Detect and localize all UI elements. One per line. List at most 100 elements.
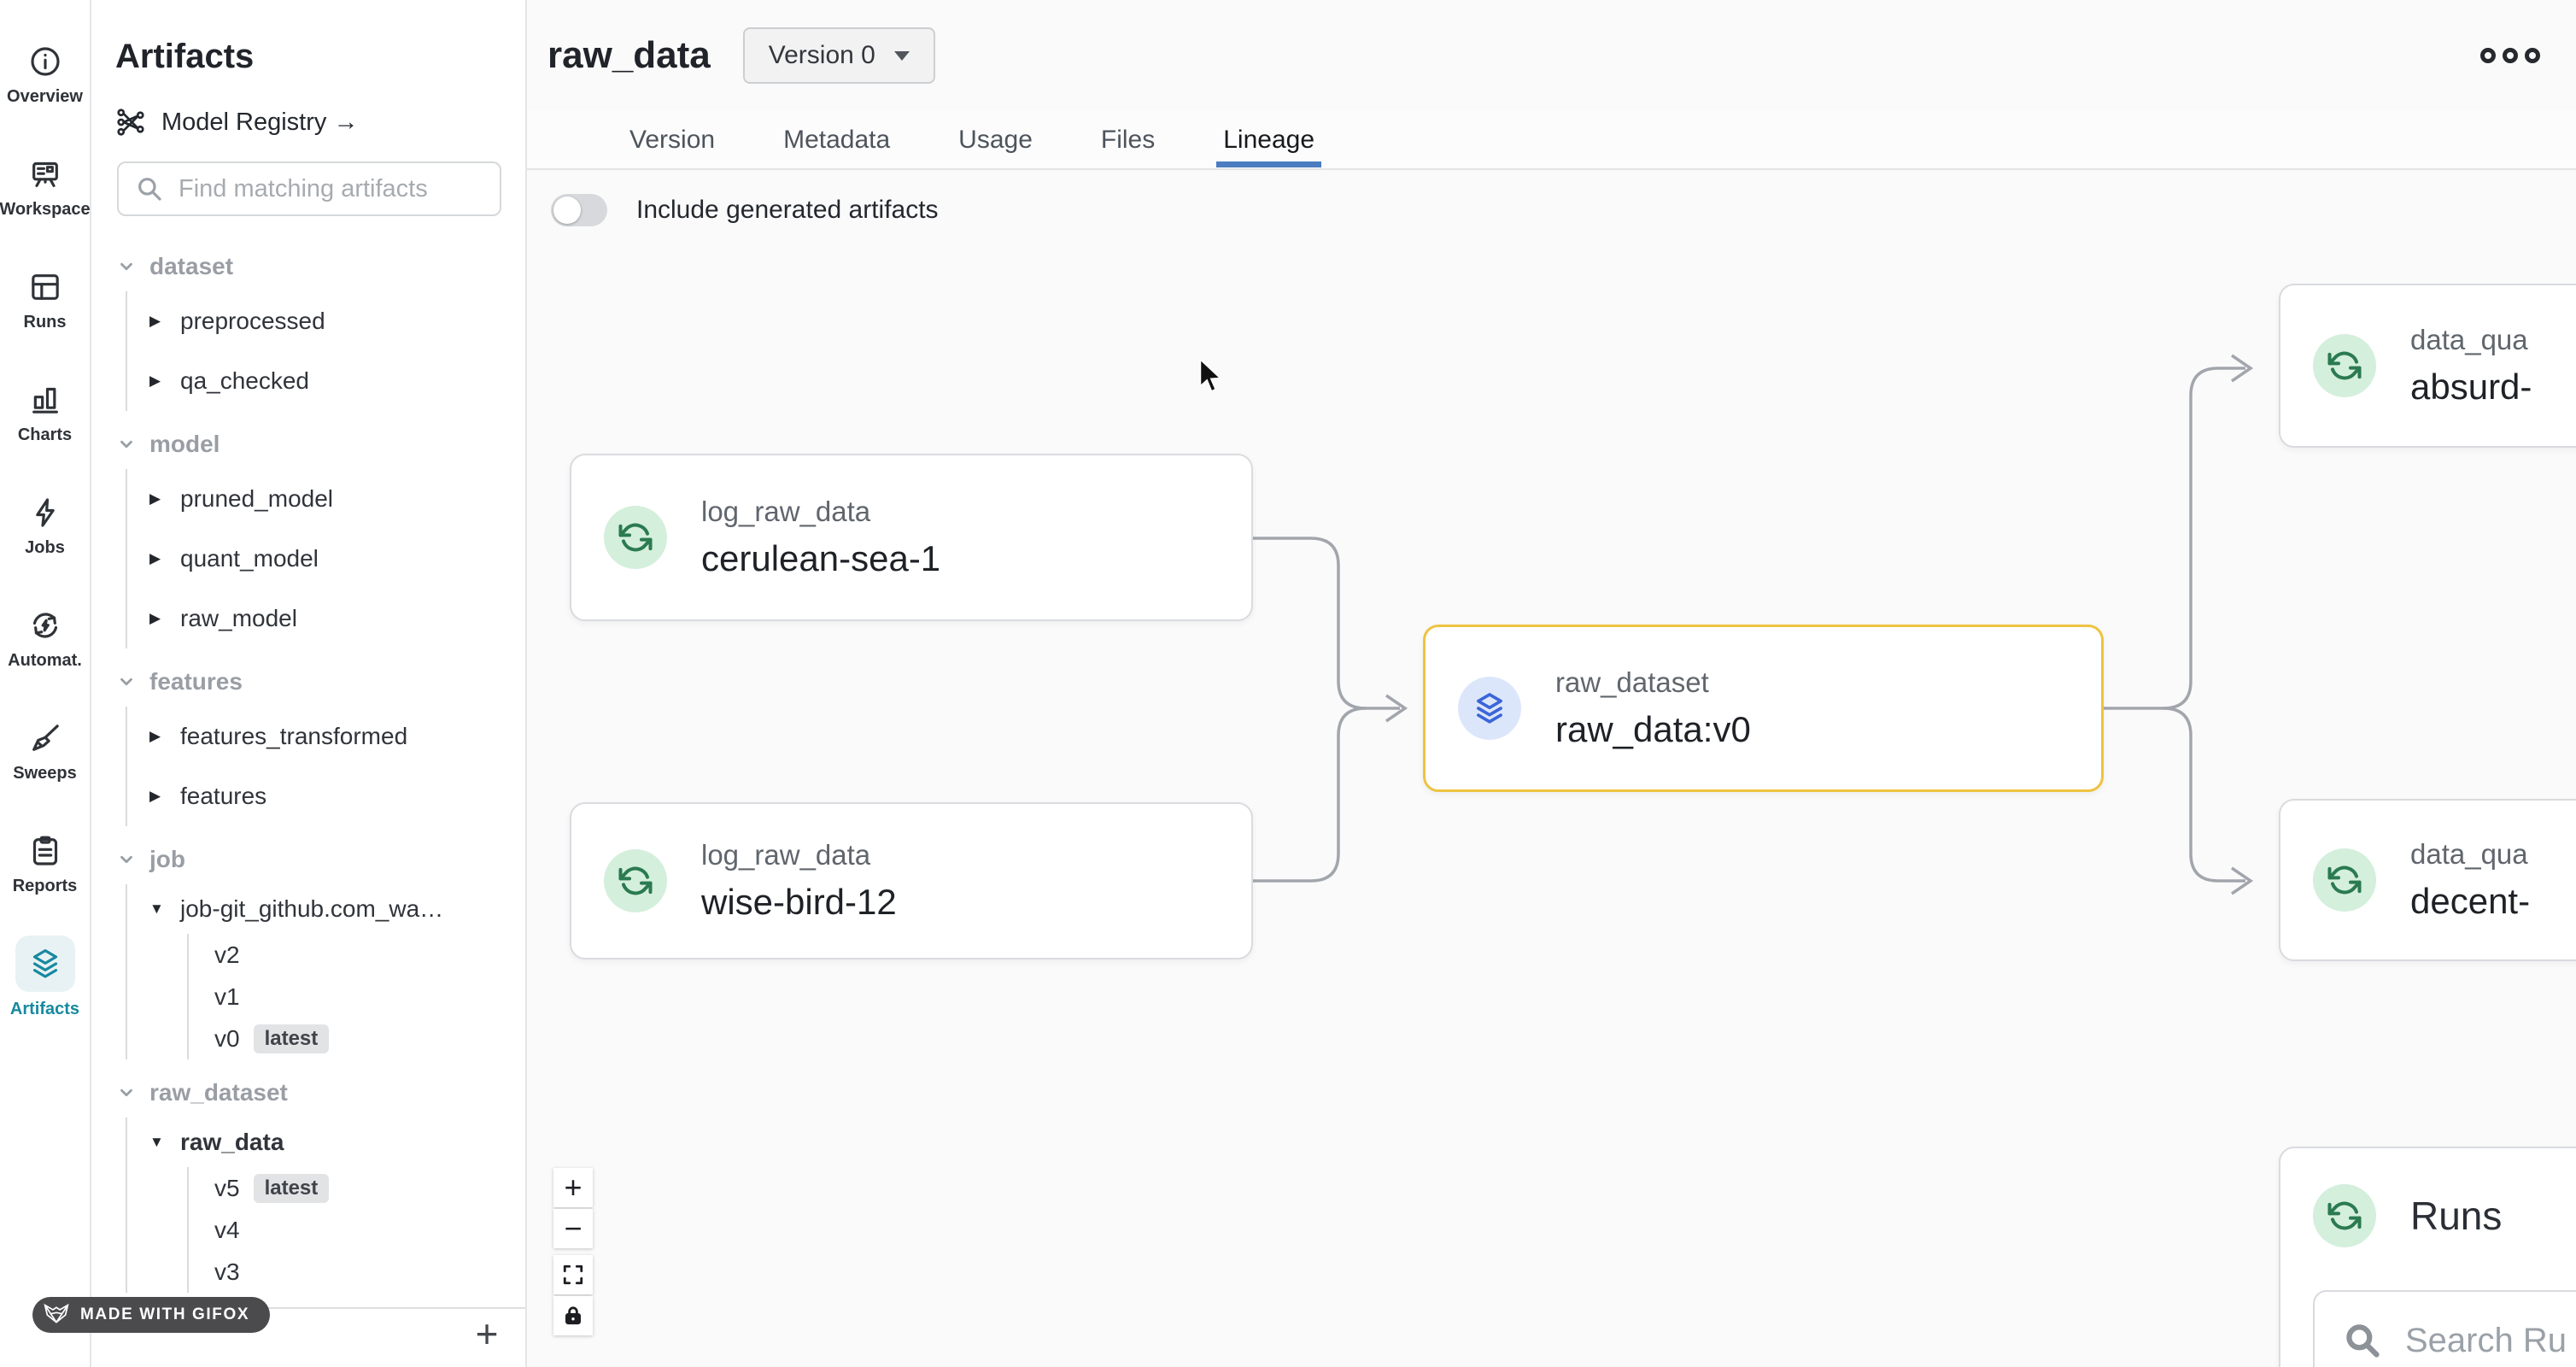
sidebar-title: Artifacts: [115, 38, 255, 75]
artifact-header: raw_data Version 0: [527, 0, 2576, 111]
rail-item-artifacts[interactable]: Artifacts: [0, 921, 91, 1034]
zoom-out-button[interactable]: −: [553, 1209, 593, 1248]
tree-item-features-transformed[interactable]: ▶features_transformed: [149, 723, 408, 749]
include-generated-artifacts-toggle[interactable]: [551, 194, 607, 226]
rail-item-jobs[interactable]: Jobs: [0, 470, 91, 583]
tree-item-preprocessed[interactable]: ▶preprocessed: [149, 308, 325, 334]
rail-item-workspace[interactable]: Workspace: [0, 132, 91, 244]
lightning-icon: [27, 495, 63, 531]
version-dropdown[interactable]: Version 0: [742, 27, 935, 84]
chevron-down-icon: [120, 262, 132, 271]
tree-item-job-git[interactable]: ▼job-git_github.com_wa…: [149, 895, 444, 922]
zoom-in-button[interactable]: +: [553, 1168, 593, 1207]
artifact-search-box[interactable]: [117, 161, 501, 216]
clipboard-icon: [27, 833, 63, 869]
lineage-node-cerulean-sea-1[interactable]: log_raw_data cerulean-sea-1: [570, 454, 1253, 621]
rail-label: Charts: [17, 425, 73, 444]
search-icon: [138, 178, 161, 201]
runs-search-input[interactable]: [2403, 1320, 2576, 1361]
lineage-node-wise-bird-12[interactable]: log_raw_data wise-bird-12: [570, 802, 1253, 959]
triangle-right-icon: ▶: [149, 610, 161, 626]
chevron-down-icon: [120, 440, 132, 449]
tab-metadata[interactable]: Metadata: [783, 125, 891, 154]
toggle-row: Include generated artifacts: [551, 194, 939, 226]
run-cycle-icon: [2313, 1184, 2376, 1247]
version-row-v1[interactable]: v1: [214, 983, 240, 1010]
lock-button[interactable]: [553, 1296, 593, 1335]
artifact-search-input[interactable]: [177, 173, 483, 204]
fit-view-button[interactable]: [553, 1255, 593, 1294]
tree-section-raw-dataset[interactable]: raw_dataset: [117, 1068, 525, 1118]
artifacts-layers-icon: [15, 936, 75, 992]
rail-item-automations[interactable]: Automat.: [0, 583, 91, 695]
lineage-runs-panel[interactable]: Runs: [2279, 1147, 2576, 1367]
lineage-edges: [1252, 354, 2254, 895]
triangle-down-icon: ▼: [149, 1134, 164, 1150]
node-name: cerulean-sea-1: [701, 538, 941, 578]
lineage-node-decent[interactable]: data_qua decent-: [2279, 799, 2576, 961]
gifox-badge-text: MADE WITH GIFOX: [80, 1305, 250, 1323]
model-registry-link[interactable]: Model Registry →: [115, 107, 525, 138]
tree-item-pruned-model[interactable]: ▶pruned_model: [149, 485, 334, 512]
toggle-label: Include generated artifacts: [636, 196, 939, 224]
main-panel: raw_data Version 0 Version Metadata Usag…: [527, 0, 2576, 1367]
rail-item-reports[interactable]: Reports: [0, 808, 91, 921]
tab-files[interactable]: Files: [1100, 125, 1156, 154]
chevron-down-icon: [120, 678, 132, 686]
chevron-down-icon: [120, 1088, 132, 1097]
version-row-v2[interactable]: v2: [214, 941, 240, 968]
triangle-right-icon: ▶: [149, 313, 161, 329]
tab-lineage[interactable]: Lineage: [1189, 112, 1349, 167]
tree-item-features[interactable]: ▶features: [149, 783, 267, 809]
artifact-layers-icon: [1458, 677, 1521, 740]
triangle-right-icon: ▶: [149, 788, 161, 804]
rail-item-charts[interactable]: Charts: [0, 357, 91, 470]
lineage-node-raw-data-v0[interactable]: raw_dataset raw_data:v0: [1423, 625, 2104, 792]
node-name: absurd-: [2410, 367, 2532, 407]
rail-item-overview[interactable]: Overview: [0, 19, 91, 132]
fox-icon: [44, 1303, 69, 1323]
lineage-node-absurd[interactable]: data_qua absurd-: [2279, 284, 2576, 448]
node-type: data_qua: [2410, 838, 2528, 870]
gifox-badge: MADE WITH GIFOX: [32, 1297, 271, 1333]
tree-section-model[interactable]: model: [117, 419, 525, 469]
node-type: data_qua: [2410, 324, 2528, 355]
rail-label: Artifacts: [9, 1000, 80, 1018]
search-icon: [2346, 1324, 2380, 1358]
chevron-down-icon: [120, 855, 132, 864]
artifact-tree: dataset ▶preprocessed ▶qa_checked model …: [117, 242, 525, 1293]
lineage-graph[interactable]: Include generated artifacts log_raw_data…: [527, 170, 2576, 1367]
tab-usage[interactable]: Usage: [958, 125, 1033, 154]
tree-section-job[interactable]: job: [117, 835, 525, 884]
tree-item-quant-model[interactable]: ▶quant_model: [149, 545, 319, 572]
tree-section-features[interactable]: features: [117, 657, 525, 707]
node-name: decent-: [2410, 881, 2531, 921]
overflow-menu-icon[interactable]: [2480, 48, 2540, 63]
add-artifact-button[interactable]: +: [475, 1311, 499, 1356]
triangle-right-icon: ▶: [149, 373, 161, 389]
rail-label: Overview: [7, 87, 83, 106]
rail-item-runs[interactable]: Runs: [0, 244, 91, 357]
run-cycle-icon: [2313, 848, 2376, 912]
tree-item-raw-model[interactable]: ▶raw_model: [149, 605, 297, 631]
runs-search-box[interactable]: [2313, 1290, 2576, 1367]
latest-badge: latest: [253, 1024, 330, 1053]
tree-section-dataset[interactable]: dataset: [117, 242, 525, 291]
model-registry-label: Model Registry →: [161, 108, 359, 136]
tab-version[interactable]: Version: [629, 125, 716, 154]
version-row-v4[interactable]: v4: [214, 1216, 240, 1243]
toggle-knob: [553, 197, 581, 224]
rail-item-sweeps[interactable]: Sweeps: [0, 695, 91, 808]
graph-zoom-controls: + −: [553, 1168, 593, 1337]
tree-item-raw-data[interactable]: ▼raw_data: [149, 1129, 284, 1155]
tree-item-qa-checked[interactable]: ▶qa_checked: [149, 367, 310, 394]
rail-label: Automat.: [8, 651, 82, 670]
node-name: raw_data:v0: [1555, 709, 1751, 749]
run-cycle-icon: [604, 506, 667, 569]
sidebar-divider: [91, 1307, 525, 1309]
workspace-icon: [27, 156, 63, 192]
version-row-v3[interactable]: v3: [214, 1258, 240, 1285]
runs-table-icon: [27, 269, 63, 305]
